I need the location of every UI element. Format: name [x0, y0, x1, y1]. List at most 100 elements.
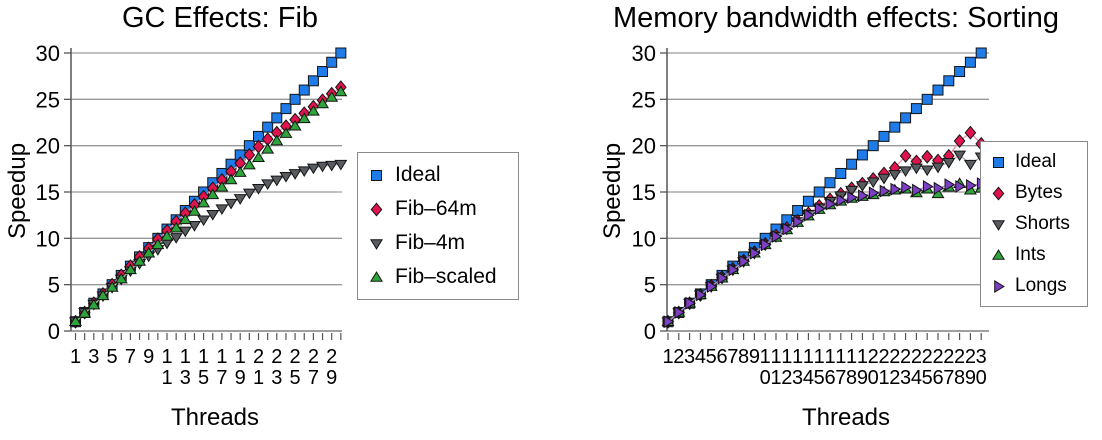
legend-label: Ideal	[1015, 151, 1057, 172]
triangle-up-marker	[261, 143, 275, 154]
triangle-up-icon	[370, 270, 383, 282]
triangle-up-marker	[123, 263, 137, 275]
triangle-right-marker	[717, 271, 729, 285]
triangle-down-marker	[877, 173, 891, 185]
diamond-marker	[252, 139, 265, 154]
legend-label: Ints	[1015, 244, 1046, 265]
triangle-up-marker	[279, 127, 293, 138]
legend-item-longs: Longs	[990, 275, 1078, 297]
triangle-up-marker	[316, 97, 330, 109]
triangle-down-marker	[178, 226, 192, 238]
triangle-right-marker	[782, 222, 794, 236]
legend-item-fib-64m: Fib–64m	[368, 197, 508, 221]
triangle-up-marker	[69, 315, 82, 327]
x-tick-label: 9	[143, 346, 154, 368]
square-marker	[307, 75, 319, 87]
x-axis-title: Threads	[801, 404, 891, 431]
x-tick-label: 3	[88, 346, 99, 368]
triangle-right-marker	[793, 215, 804, 229]
triangle-down-marker	[920, 165, 934, 177]
series-fib-scaled	[69, 85, 348, 327]
legend-item-shorts: Shorts	[990, 213, 1078, 235]
triangle-right-marker	[879, 184, 891, 198]
y-tick-label: 0	[644, 319, 656, 344]
triangle-right-marker	[663, 315, 675, 329]
triangle-right-marker	[994, 279, 1005, 293]
x-tick-label: 9	[749, 346, 760, 368]
x-tick-label: 1	[70, 346, 81, 368]
triangle-right-marker	[847, 191, 858, 205]
x-tick-label: 5	[107, 346, 118, 368]
triangle-down-icon	[992, 219, 1005, 231]
triangle-up-marker	[197, 196, 211, 208]
triangle-down-marker	[855, 181, 869, 192]
square-marker	[371, 169, 382, 181]
triangle-down-marker	[215, 204, 229, 216]
diamond-marker	[921, 149, 934, 164]
triangle-up-marker	[334, 85, 348, 97]
triangle-down-marker	[370, 238, 383, 250]
series-longs	[663, 177, 988, 329]
triangle-up-marker	[992, 248, 1005, 260]
diamond-marker	[964, 125, 977, 140]
chart-title: GC Effects: Fib	[121, 2, 319, 34]
triangle-right-marker	[739, 255, 750, 268]
x-tick-label: 7	[125, 346, 136, 368]
x-tick-label: 7	[727, 346, 738, 368]
square-icon	[371, 169, 382, 181]
triangle-right-marker	[728, 263, 740, 277]
x-tick-label: 8	[738, 346, 749, 368]
square-marker	[943, 75, 955, 87]
triangle-up-marker	[233, 166, 247, 177]
square-marker	[824, 177, 836, 189]
triangle-right-marker	[901, 180, 912, 194]
triangle-up-marker	[187, 205, 201, 216]
legend-label: Bytes	[1015, 182, 1063, 203]
legend-label: Longs	[1015, 275, 1067, 296]
y-tick-label: 10	[632, 226, 656, 251]
triangle-up-marker	[206, 188, 220, 200]
triangle-up-marker	[105, 281, 119, 292]
square-marker	[326, 56, 338, 68]
triangle-down-marker	[334, 159, 348, 171]
y-tick-label: 20	[632, 134, 656, 159]
triangle-up-marker	[215, 181, 229, 192]
triangle-down-marker	[252, 183, 265, 195]
square-marker	[271, 112, 283, 124]
legend-item-ints: Ints	[990, 244, 1078, 266]
triangle-up-marker	[178, 213, 192, 225]
triangle-up-marker	[114, 272, 128, 284]
triangle-right-marker	[750, 246, 761, 260]
y-tick-label: 0	[48, 319, 60, 344]
legend-item-ideal: Ideal	[368, 163, 508, 187]
triangle-down-marker	[316, 161, 330, 173]
triangle-up-marker	[142, 246, 156, 258]
triangle-down-marker	[942, 158, 956, 169]
square-marker	[964, 56, 976, 68]
triangle-up-marker	[133, 255, 147, 266]
triangle-up-marker	[242, 158, 256, 170]
legend-item-fib-scaled: Fib–scaled	[368, 265, 508, 289]
triangle-right-marker	[858, 189, 869, 203]
triangle-up-marker	[224, 173, 238, 185]
y-tick-label: 30	[632, 41, 656, 66]
triangle-down-marker	[288, 169, 302, 180]
square-marker	[867, 140, 879, 152]
triangle-right-marker	[836, 193, 848, 207]
triangle-down-marker	[992, 219, 1005, 231]
